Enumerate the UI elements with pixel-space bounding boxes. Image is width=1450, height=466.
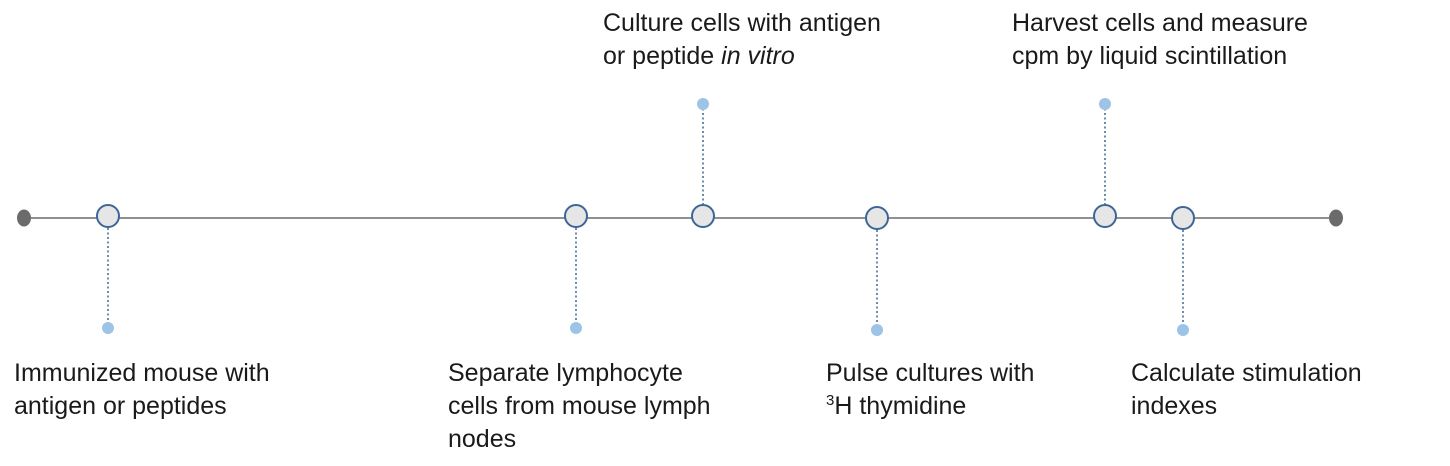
step-label-culture: Culture cells with antigen or peptide in…	[603, 7, 881, 73]
step-label-pulse-line-1: Pulse cultures with	[826, 359, 1035, 387]
step-label-calculate-line-2: indexes	[1131, 392, 1218, 420]
connector-end-dot-separate	[570, 322, 582, 334]
step-label-harvest-line-2: cpm by liquid scintillation	[1012, 42, 1288, 70]
milestone-calculate	[1171, 206, 1195, 230]
milestone-pulse	[865, 206, 889, 230]
step-label-separate-line-2: cells from mouse lymph	[448, 392, 711, 420]
step-label-separate-line-1: Separate lymphocyte	[448, 359, 683, 387]
step-label-immunize: Immunized mouse with antigen or peptides	[14, 357, 270, 423]
step-label-culture-line-1: Culture cells with antigen	[603, 9, 881, 37]
connector-end-dot-immunize	[102, 322, 114, 334]
milestone-harvest	[1093, 204, 1117, 228]
step-label-pulse-line-2-rest: H thymidine	[834, 392, 967, 420]
step-label-immunize-line-1: Immunized mouse with	[14, 359, 270, 387]
connector-end-dot-pulse	[871, 324, 883, 336]
timeline-start-dot	[17, 209, 31, 227]
milestone-immunize	[96, 204, 120, 228]
step-label-culture-line-2-prefix: or peptide	[603, 42, 722, 70]
step-label-calculate: Calculate stimulation indexes	[1131, 357, 1362, 423]
milestone-separate	[564, 204, 588, 228]
step-label-pulse-superscript: 3	[826, 392, 835, 409]
step-label-immunize-line-2: antigen or peptides	[14, 392, 227, 420]
step-label-harvest-line-1: Harvest cells and measure	[1012, 9, 1308, 37]
step-label-pulse-line-2: 3H thymidine	[826, 390, 1034, 423]
timeline-end-dot	[1329, 209, 1343, 227]
connector-end-dot-calculate	[1177, 324, 1189, 336]
step-label-separate-line-3: nodes	[448, 425, 517, 453]
step-label-culture-line-2: or peptide in vitro	[603, 40, 881, 73]
step-label-culture-line-2-italic: in vitro	[721, 42, 795, 70]
step-label-harvest: Harvest cells and measure cpm by liquid …	[1012, 7, 1308, 73]
milestone-culture	[691, 204, 715, 228]
step-label-pulse: Pulse cultures with 3H thymidine	[826, 357, 1034, 423]
step-label-calculate-line-1: Calculate stimulation	[1131, 359, 1362, 387]
step-label-separate: Separate lymphocyte cells from mouse lym…	[448, 357, 711, 456]
connector-end-dot-harvest	[1099, 98, 1111, 110]
connector-end-dot-culture	[697, 98, 709, 110]
